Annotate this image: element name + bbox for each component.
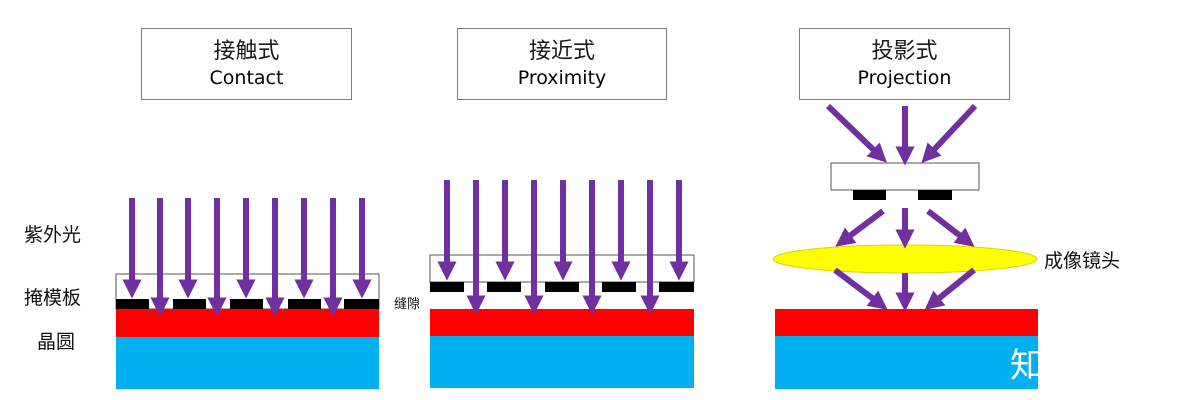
proximity-wafer <box>430 336 694 388</box>
contact-panel <box>115 198 380 389</box>
proximity-title-zh: 接近式 <box>528 39 595 64</box>
proximity-panel <box>429 180 695 388</box>
proximity-uv-arrows <box>437 180 689 315</box>
gap-label: 缝隙 <box>394 297 421 312</box>
wafer-label: 晶圆 <box>37 331 76 353</box>
contact-wafer <box>116 337 379 389</box>
projection-mask <box>830 162 980 191</box>
contact-title-en: Contact <box>209 67 284 89</box>
projection-title-box: 投影式 Projection <box>799 28 1010 100</box>
contact-resist <box>116 309 379 337</box>
proximity-title-en: Proximity <box>517 67 607 89</box>
mask-label: 掩模板 <box>24 287 82 309</box>
contact-mask-pattern <box>116 299 379 309</box>
projection-lens <box>772 244 1038 274</box>
contact-title-zh: 接触式 <box>213 39 280 64</box>
projection-title-zh: 投影式 <box>871 39 938 64</box>
proximity-title-box: 接近式 Proximity <box>457 28 667 100</box>
proximity-mask-pattern <box>430 282 694 292</box>
projection-title-en: Projection <box>857 67 952 89</box>
contact-uv-arrows <box>122 198 372 317</box>
projection-panel <box>772 103 1038 389</box>
watermark: 知乎用户 <box>1010 346 1154 386</box>
projection-mask-pattern <box>853 190 952 200</box>
uv-light-label: 紫外光 <box>24 224 82 246</box>
lens-label: 成像镜头 <box>1044 250 1121 272</box>
proximity-resist <box>430 309 694 336</box>
contact-title-box: 接触式 Contact <box>141 28 352 100</box>
projection-wafer <box>775 336 1038 389</box>
projection-resist <box>775 309 1038 336</box>
projection-uv-arrows <box>825 103 978 312</box>
